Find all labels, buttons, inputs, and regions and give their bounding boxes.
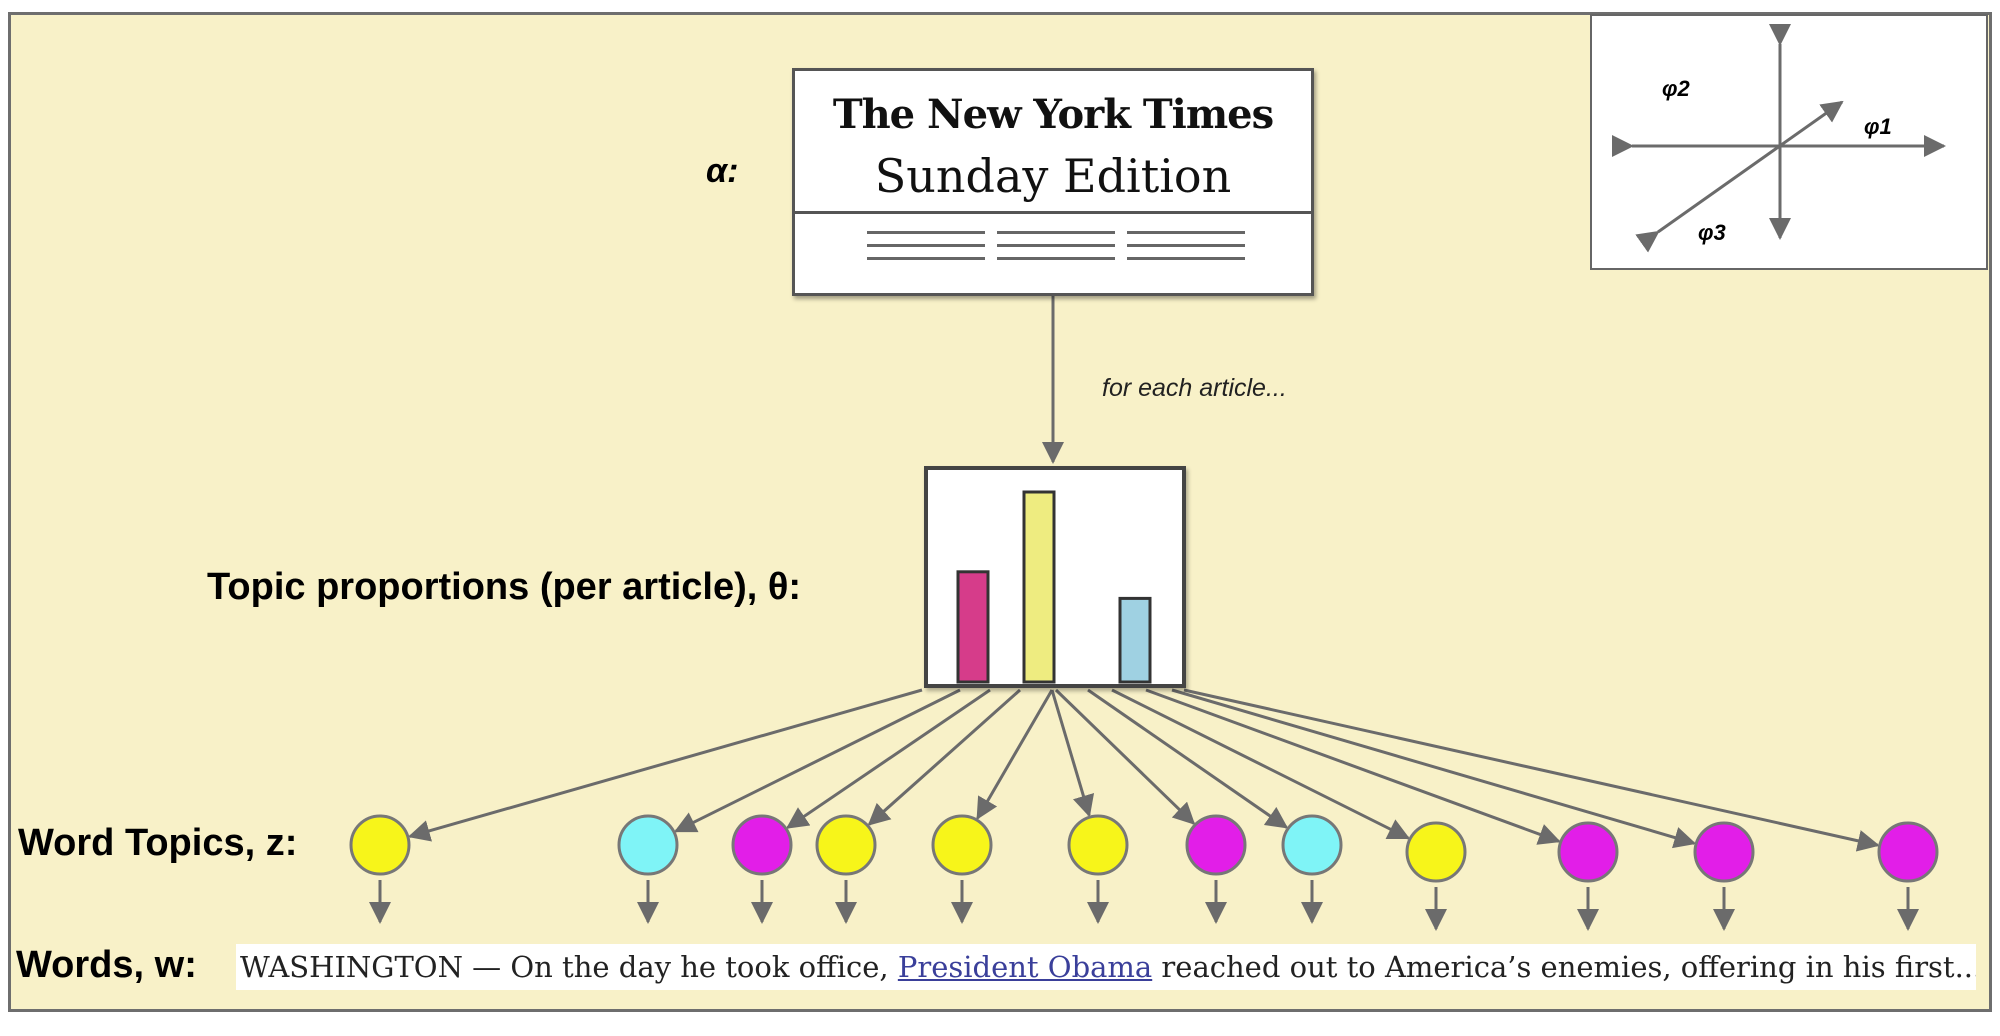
phi2-label: φ2: [1662, 76, 1690, 101]
for-each-article-annotation: for each article...: [1102, 374, 1287, 402]
topic-proportions-chart: [924, 466, 1186, 688]
newspaper-masthead: The New York Times: [832, 91, 1274, 138]
word-topic-node-yellow: [349, 814, 411, 876]
topic-assignment-arrow: [1171, 688, 1697, 849]
word-topic-node-cyan: [1281, 814, 1343, 876]
phi3-axis: [1635, 100, 1844, 253]
word-topic-nodes: [349, 814, 1939, 883]
word-topic-node-magenta: [731, 814, 793, 876]
word-topic-node-magenta: [1185, 814, 1247, 876]
words-label: Words, w:: [16, 944, 197, 986]
word-topics-label: Word Topics, z:: [18, 822, 298, 864]
topic-assignment-arrow: [1087, 688, 1289, 829]
alpha-label: α:: [706, 152, 739, 190]
newspaper-column: [1127, 231, 1245, 270]
theta-bar-yellow: [1022, 490, 1056, 684]
topic-assignment-arrow: [1145, 688, 1561, 845]
topic-assignment-arrow: [976, 689, 1054, 820]
theta-bar-blue: [1118, 596, 1152, 684]
phi3-label: φ3: [1698, 220, 1726, 245]
newspaper-edition: Sunday Edition: [874, 149, 1232, 203]
word-arrows: [369, 880, 1919, 931]
sentence-end: reached out to America’s enemies, offeri…: [1152, 950, 1976, 984]
topic-assignment-arrow: [407, 688, 923, 842]
phi1-label: φ1: [1864, 114, 1892, 139]
word-topic-node-cyan: [617, 814, 679, 876]
theta-label: Topic proportions (per article), θ:: [207, 566, 802, 608]
topic-axes-box: φ2 φ1 φ3: [1590, 14, 1988, 270]
word-topic-node-magenta: [1557, 821, 1619, 883]
word-topic-node-yellow: [815, 814, 877, 876]
word-topic-node-magenta: [1693, 821, 1755, 883]
topic-assignment-arrow: [1054, 688, 1196, 825]
article-sentence: WASHINGTON — On the day he took office, …: [236, 944, 1976, 990]
topic-assignment-arrow: [867, 688, 1021, 826]
word-topic-node-magenta: [1877, 821, 1939, 883]
president-obama-link[interactable]: President Obama: [897, 950, 1153, 984]
newspaper-divider: [795, 211, 1311, 214]
word-topic-node-yellow: [931, 814, 993, 876]
theta-bar-magenta: [956, 570, 990, 684]
topic-assignment-arrow: [1050, 689, 1095, 818]
newspaper-column: [997, 231, 1115, 270]
topic-proportions-bars: [956, 490, 1152, 684]
word-topic-node-yellow: [1405, 821, 1467, 883]
topic-assignment-arrow: [785, 688, 991, 829]
topic-assignment-arrow: [1111, 688, 1411, 840]
newspaper-column: [867, 231, 985, 270]
word-topic-node-yellow: [1067, 814, 1129, 876]
topic-assignment-arrow: [673, 688, 961, 833]
sentence-start: WASHINGTON — On the day he took office,: [240, 950, 898, 984]
topic-axes-icon: φ2 φ1 φ3: [1612, 24, 1946, 253]
topic-assignment-arrow: [1183, 688, 1880, 852]
topic-assignment-arrows: [407, 688, 1880, 852]
newspaper-icon: The New York Times Sunday Edition: [792, 68, 1314, 296]
